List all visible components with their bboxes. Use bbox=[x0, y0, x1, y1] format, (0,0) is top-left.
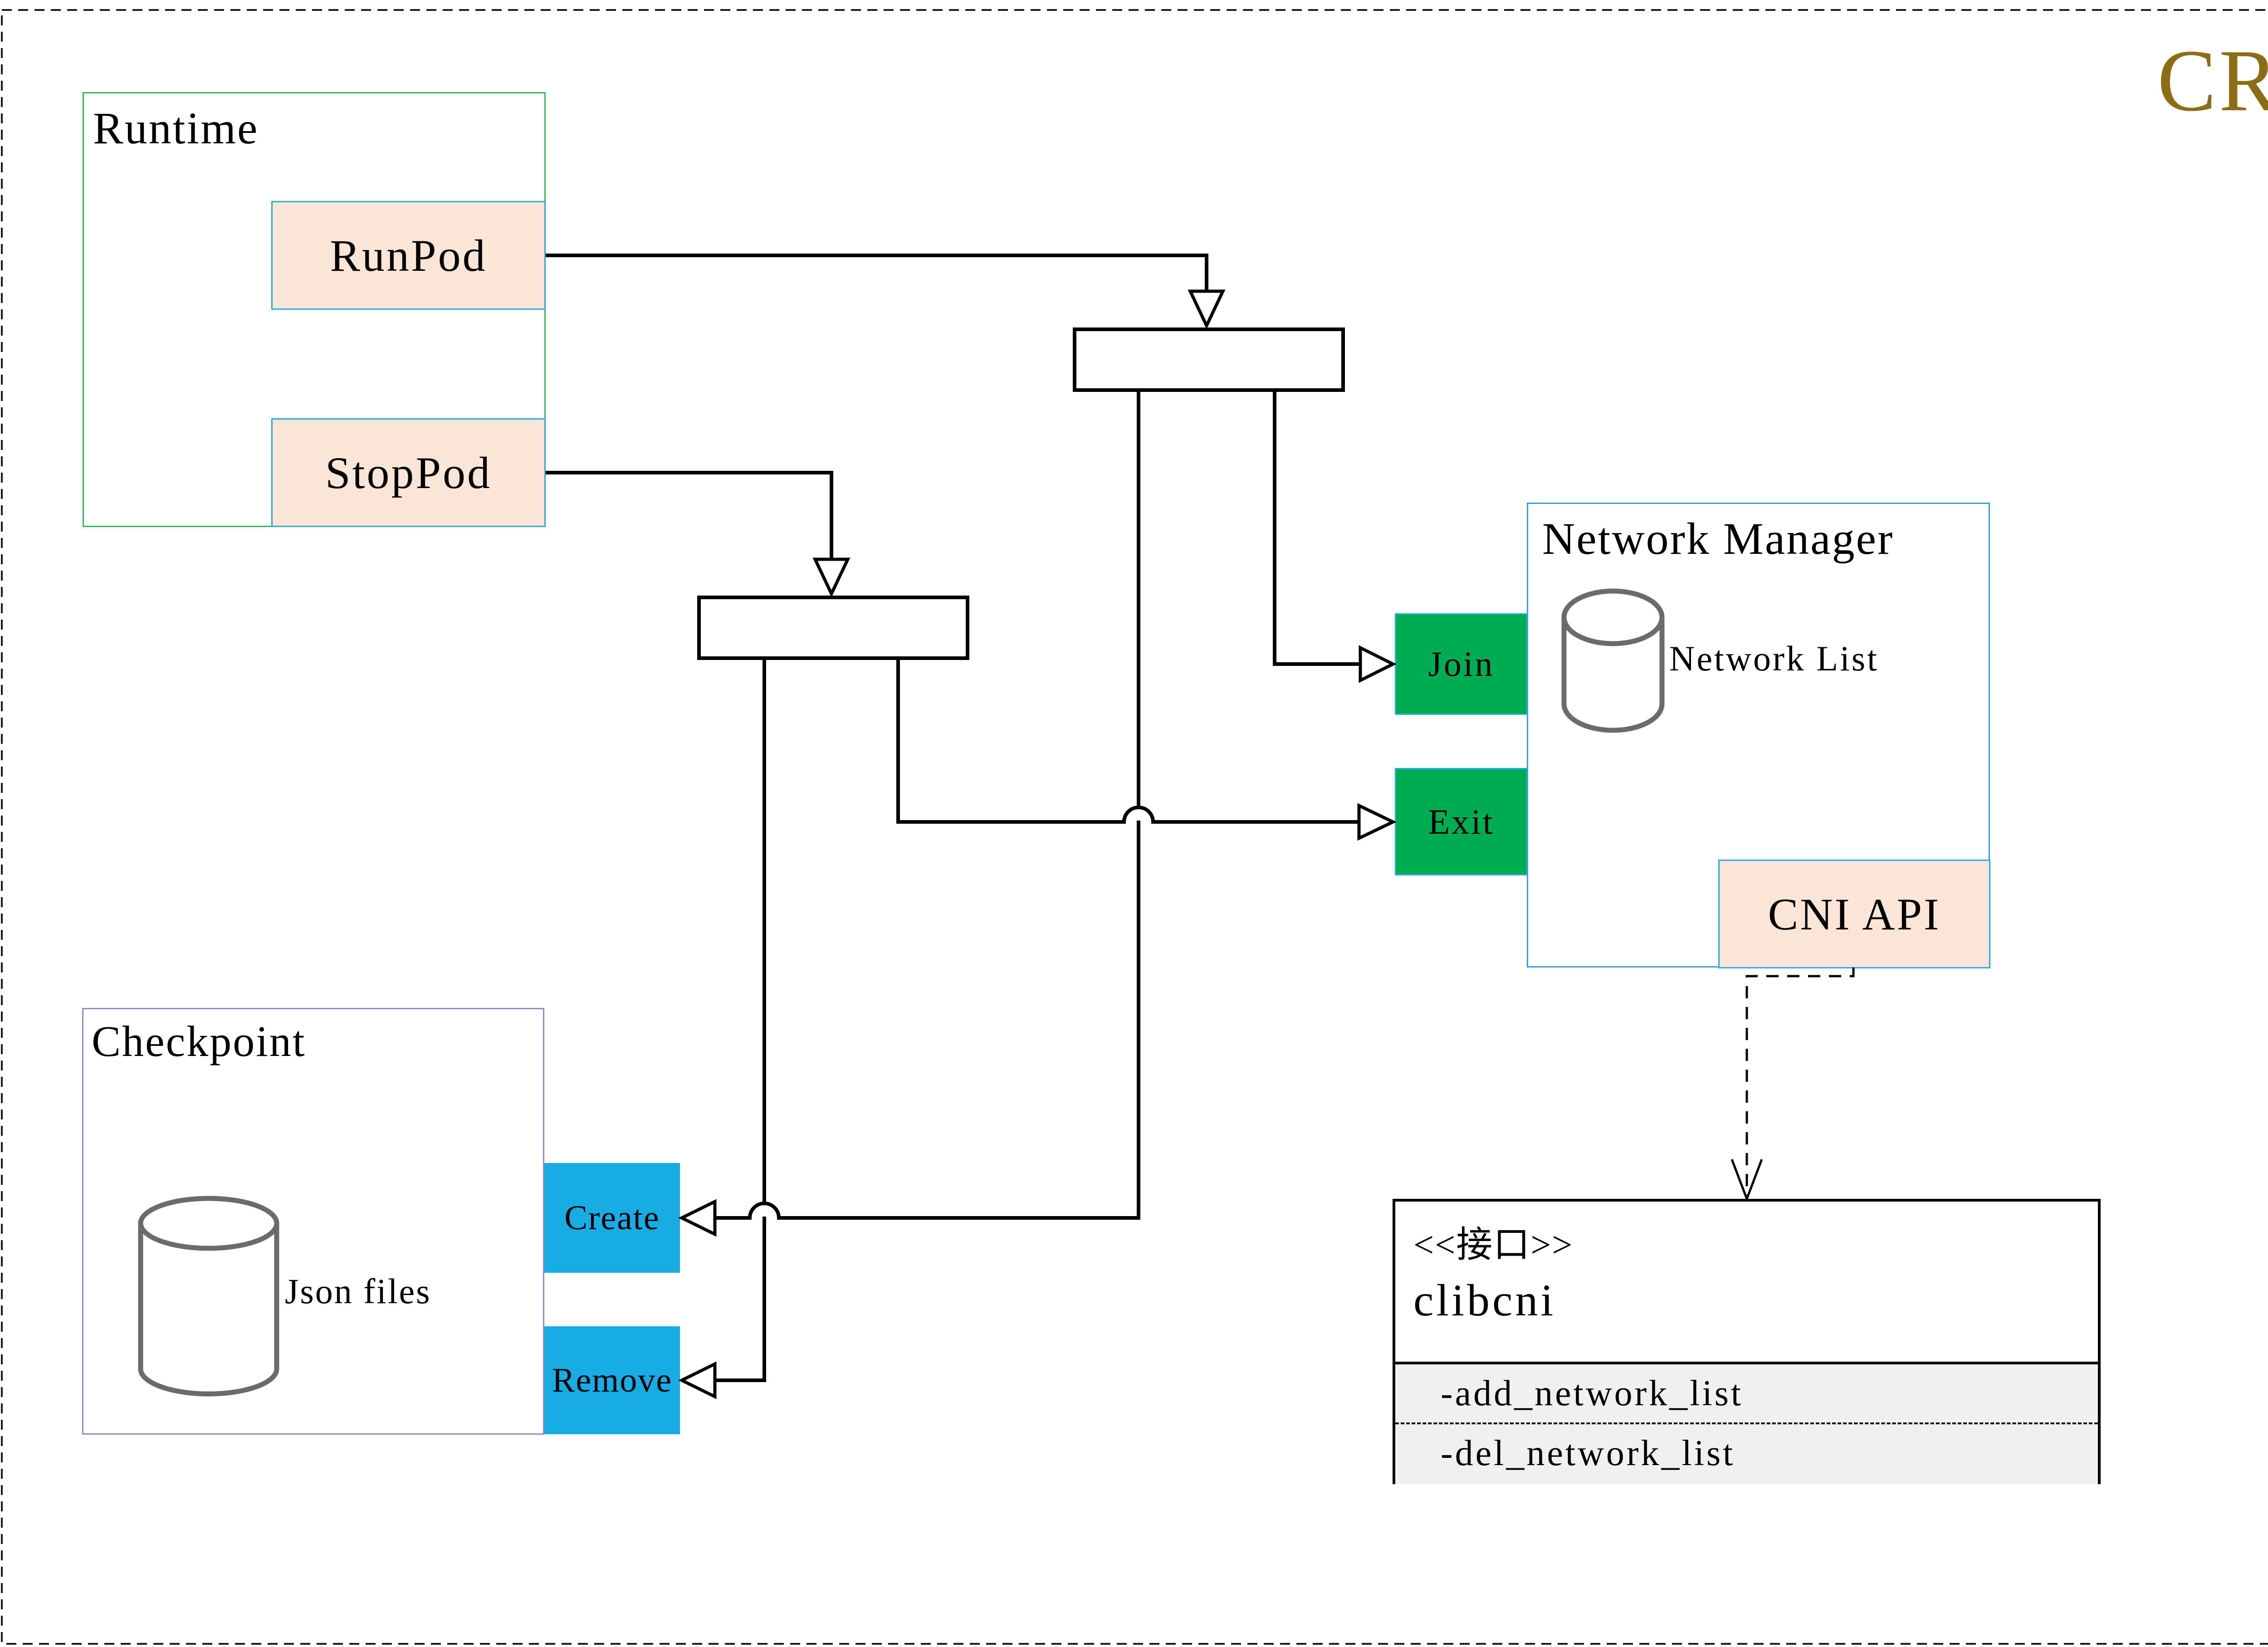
cri-title: CRI bbox=[2157, 32, 2268, 130]
arrowhead-down-into-relay-top-icon bbox=[1188, 289, 1226, 330]
node-create-label: Create bbox=[564, 1198, 660, 1237]
node-exit-label: Exit bbox=[1428, 802, 1495, 841]
clibcni-name: clibcni bbox=[1413, 1275, 1556, 1325]
checkpoint-group-box bbox=[82, 1008, 544, 1435]
node-runpod: RunPod bbox=[271, 201, 546, 310]
edge-runpod bbox=[546, 254, 1208, 291]
relay-box-top bbox=[1073, 327, 1345, 392]
arrowhead-right-into-exit-icon bbox=[1357, 803, 1397, 841]
edge-stoppod bbox=[546, 471, 833, 559]
clibcni-header-section: <<接口>> clibcni bbox=[1395, 1202, 2098, 1362]
edge-cni-dependency bbox=[1745, 968, 1855, 1197]
node-stoppod-label: StopPod bbox=[325, 447, 492, 498]
runtime-group-title: Runtime bbox=[93, 103, 259, 153]
node-create: Create bbox=[544, 1163, 680, 1273]
json-files-label: Json files bbox=[285, 1271, 431, 1311]
node-remove-label: Remove bbox=[552, 1361, 673, 1399]
edge-create bbox=[715, 390, 1140, 1220]
clibcni-methods-section: -add_network_list -del_network_list bbox=[1395, 1362, 2098, 1484]
edge-hop-mask bbox=[749, 1202, 780, 1217]
node-runpod-label: RunPod bbox=[330, 230, 487, 281]
node-remove: Remove bbox=[544, 1326, 680, 1434]
node-exit: Exit bbox=[1395, 768, 1528, 875]
edge-hop-mask bbox=[1123, 806, 1154, 821]
clibcni-stereotype: <<接口>> bbox=[1413, 1225, 1574, 1265]
clibcni-method-add: -add_network_list bbox=[1441, 1373, 1744, 1413]
relay-box-bottom bbox=[697, 596, 969, 660]
network-list-label: Network List bbox=[1669, 639, 1879, 678]
clibcni-method-row: -del_network_list bbox=[1395, 1424, 2098, 1482]
open-arrowheads bbox=[678, 289, 1397, 1399]
node-join: Join bbox=[1395, 613, 1528, 715]
dependency-arrowhead-icon bbox=[1730, 1159, 1763, 1202]
arrowhead-left-into-create-icon bbox=[678, 1199, 717, 1237]
edge-remove bbox=[715, 658, 766, 1382]
edge-join bbox=[1273, 390, 1360, 666]
checkpoint-title: Checkpoint bbox=[92, 1017, 306, 1065]
edge-exit bbox=[896, 658, 1359, 824]
node-join-label: Join bbox=[1428, 644, 1495, 684]
node-cni-api: CNI API bbox=[1718, 860, 1990, 968]
node-cni-api-label: CNI API bbox=[1768, 889, 1941, 939]
clibcni-method-row: -add_network_list bbox=[1395, 1364, 2098, 1424]
node-stoppod: StopPod bbox=[271, 418, 546, 527]
arrowhead-right-into-join-icon bbox=[1359, 645, 1397, 683]
clibcni-interface-box: <<接口>> clibcni -add_network_list -del_ne… bbox=[1393, 1199, 2101, 1484]
arrowhead-left-into-remove-icon bbox=[678, 1361, 717, 1399]
clibcni-method-del: -del_network_list bbox=[1441, 1433, 1735, 1473]
network-manager-title: Network Manager bbox=[1542, 513, 1894, 564]
arrowhead-down-into-relay-bottom-icon bbox=[812, 557, 850, 598]
